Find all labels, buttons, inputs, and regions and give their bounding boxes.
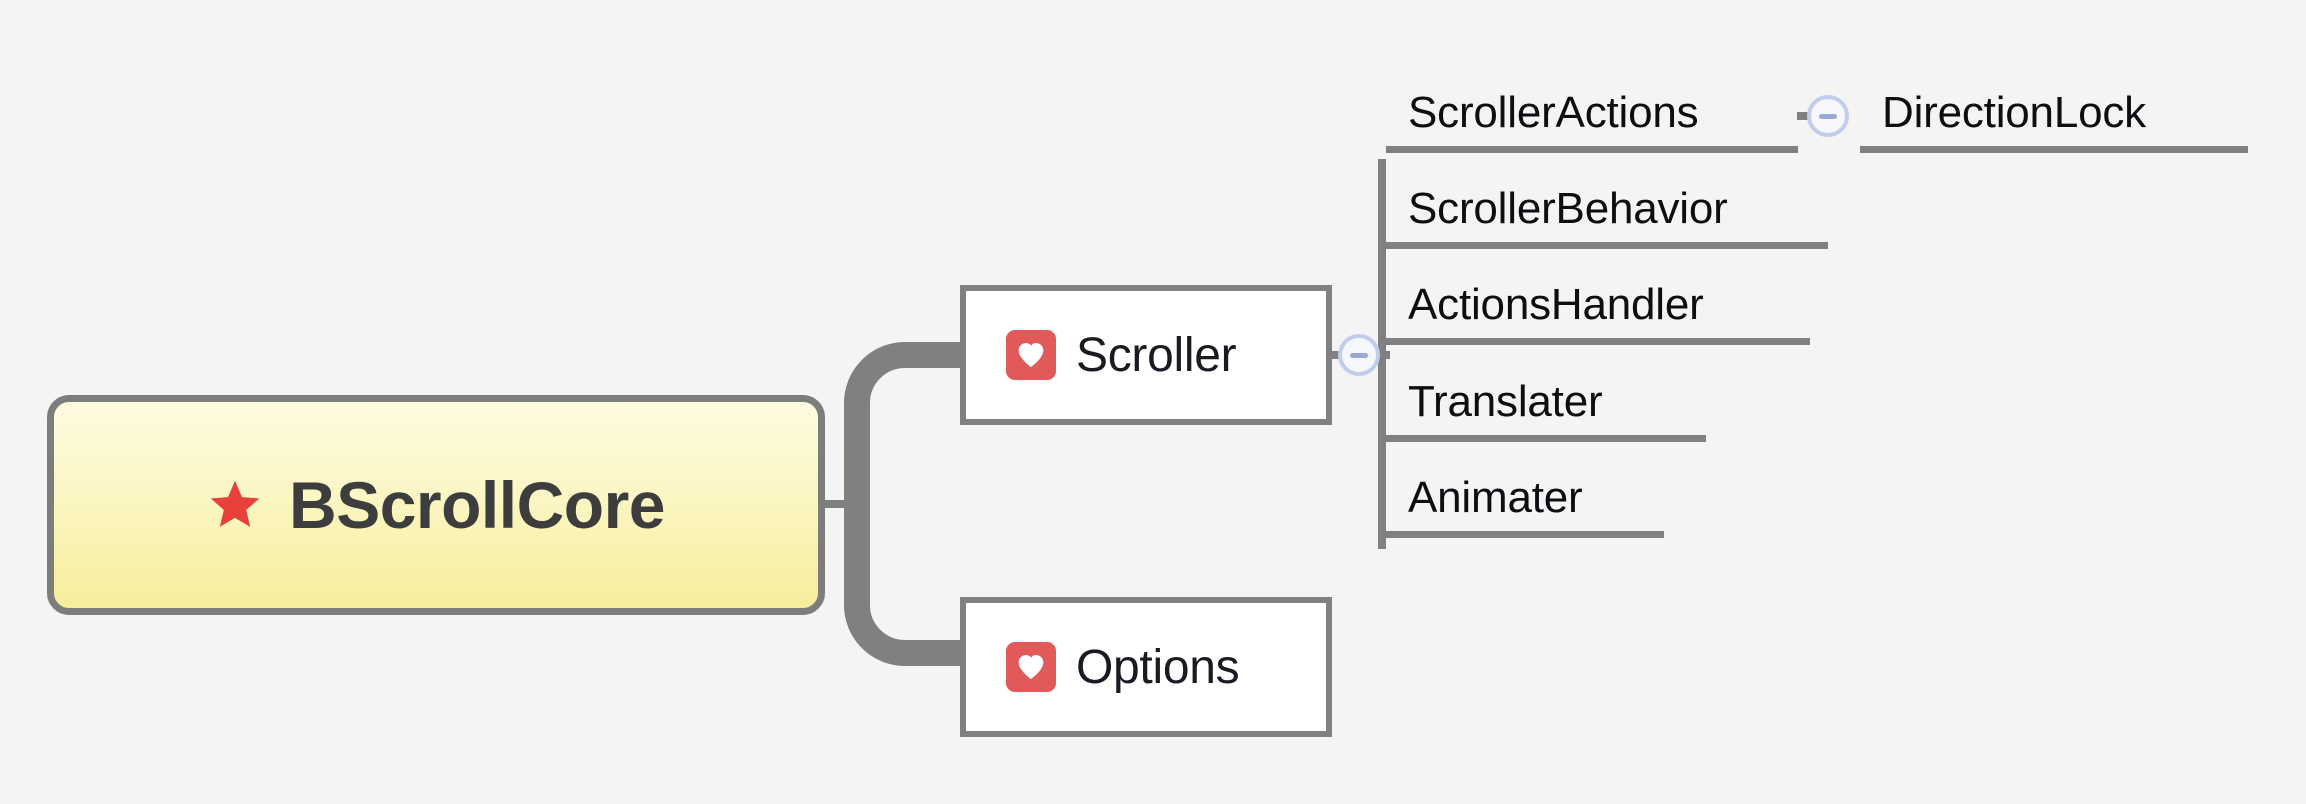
root-node[interactable]: BScrollCore (47, 395, 825, 615)
connector-root-bracket (856, 355, 902, 653)
underline-rule (1386, 338, 1810, 346)
node-directionlock[interactable]: DirectionLock (1860, 88, 2248, 154)
node-options-label: Options (1076, 640, 1240, 694)
minus-circle-icon-scroller[interactable] (1338, 334, 1380, 376)
connector-root-stub (825, 500, 857, 508)
node-scrolleractions-label: ScrollerActions (1408, 88, 1699, 137)
node-scroller-label: Scroller (1076, 328, 1237, 382)
underline-rule (1860, 146, 2248, 154)
root-node-label: BScrollCore (289, 468, 665, 542)
root-node-content: BScrollCore (207, 467, 665, 543)
node-scrollerbehavior-label: ScrollerBehavior (1408, 184, 1728, 233)
heart-icon (1006, 330, 1056, 380)
heart-icon (1006, 642, 1056, 692)
underline-rule (1386, 531, 1664, 539)
star-icon (210, 480, 260, 527)
node-translater-label: Translater (1408, 377, 1603, 426)
node-actionshandler[interactable]: ActionsHandler (1386, 280, 1810, 346)
node-directionlock-label: DirectionLock (1882, 88, 2146, 137)
minus-bar (1350, 352, 1368, 358)
node-animater[interactable]: Animater (1386, 473, 1664, 539)
minus-circle-icon-scrolleractions[interactable] (1807, 95, 1849, 137)
node-translater[interactable]: Translater (1386, 377, 1706, 443)
node-options[interactable]: Options (960, 597, 1332, 737)
node-scroller[interactable]: Scroller (960, 285, 1332, 425)
connector-bracket-path (844, 342, 973, 666)
underline-rule (1386, 435, 1706, 443)
node-animater-label: Animater (1408, 473, 1583, 522)
node-actionshandler-label: ActionsHandler (1408, 280, 1704, 329)
node-scrolleractions[interactable]: ScrollerActions (1386, 88, 1798, 154)
minus-bar (1819, 113, 1837, 119)
underline-rule (1386, 242, 1828, 250)
node-scrollerbehavior[interactable]: ScrollerBehavior (1386, 184, 1828, 250)
node-options-content: Options (966, 640, 1240, 695)
node-scroller-content: Scroller (966, 328, 1237, 383)
underline-rule (1386, 146, 1798, 154)
